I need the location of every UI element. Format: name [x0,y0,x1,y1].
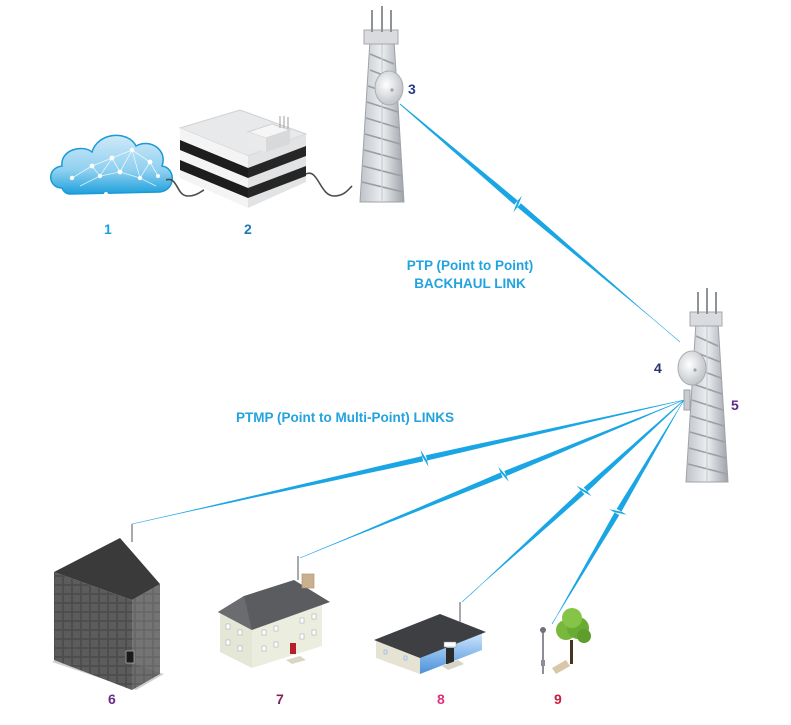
node-label-7: 7 [276,691,284,707]
tower-dish-icon [359,6,405,203]
node-label-9: 9 [554,691,562,707]
tree-icon [556,608,591,664]
park-streetlight-icon [540,608,591,674]
data-center-building-icon [178,109,308,208]
links-layer [131,103,685,625]
ptp-caption-line1: PTP (Point to Point) [407,258,533,273]
cable-2-3 [305,172,353,197]
ptmp-link-5-8 [461,399,685,603]
node-label-3: 3 [408,81,416,97]
streetlight-icon [540,627,546,674]
node-label-1: 1 [104,221,112,237]
ptp-backhaul-link-3-4 [399,103,681,343]
house-icon [218,556,330,668]
tower-icon [359,6,405,203]
ptmp-caption: PTMP (Point to Multi-Point) LINKS [236,410,454,425]
dish-antenna-icon [677,350,707,386]
ptmp-link-5-7 [299,399,685,559]
node-label-4: 4 [654,360,662,376]
node-label-6: 6 [108,691,116,707]
cloud-network-icon [50,134,173,196]
node-label-8: 8 [437,691,445,707]
office-building-icon [52,524,164,690]
ptmp-link-5-9 [551,399,685,625]
hub-tower-icon [677,288,729,483]
cable-1-2 [165,178,205,197]
ptp-caption-line2: BACKHAUL LINK [414,276,526,291]
node-label-5: 5 [731,397,739,413]
dish-antenna-icon [374,70,404,106]
storefront-icon [374,602,486,674]
bench-icon [552,660,570,674]
ptmp-link-5-6 [131,399,685,525]
node-label-2: 2 [244,221,252,237]
